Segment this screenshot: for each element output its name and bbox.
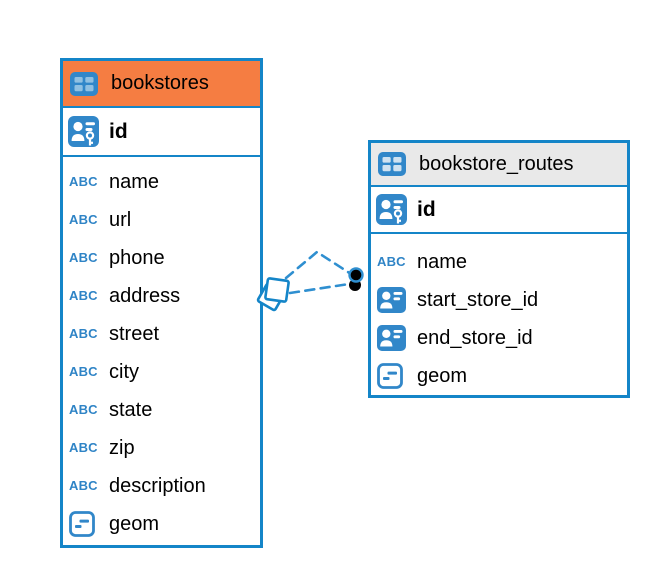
- table-bookstore-routes[interactable]: bookstore_routes id ABC name: [368, 140, 630, 398]
- column-name: end_store_id: [417, 326, 533, 349]
- column-name: url: [109, 208, 132, 231]
- table-icon: [378, 152, 410, 176]
- column-name: address: [109, 284, 181, 307]
- column-row[interactable]: ABC phone: [63, 239, 260, 277]
- table-header-bookstore-routes[interactable]: bookstore_routes: [371, 143, 627, 187]
- relationship-dot-marker-back[interactable]: [349, 279, 361, 291]
- column-row[interactable]: ABC street: [63, 315, 260, 353]
- column-row[interactable]: ABC url: [63, 201, 260, 239]
- text-type-icon: ABC: [377, 253, 406, 269]
- column-row-pk[interactable]: id: [63, 108, 260, 157]
- column-row[interactable]: start_store_id: [371, 281, 627, 319]
- column-name: phone: [109, 246, 165, 269]
- column-row[interactable]: ABC name: [63, 163, 260, 201]
- pk-column-name: id: [109, 119, 128, 143]
- table-header-bookstores[interactable]: bookstores: [63, 61, 260, 108]
- text-type-icon: ABC: [69, 325, 98, 341]
- column-name: state: [109, 398, 153, 421]
- primary-key-icon: [376, 194, 408, 225]
- column-name: description: [109, 474, 206, 497]
- table-bookstores[interactable]: bookstores id ABC name: [60, 58, 263, 548]
- relationship-square-marker-front[interactable]: [264, 277, 290, 303]
- column-row[interactable]: geom: [63, 505, 260, 543]
- column-row[interactable]: ABC name: [371, 243, 627, 281]
- foreign-key-icon: [377, 287, 409, 313]
- column-name: start_store_id: [417, 288, 539, 311]
- column-row-pk[interactable]: id: [371, 187, 627, 234]
- column-row[interactable]: ABC zip: [63, 429, 260, 467]
- column-name: geom: [109, 512, 160, 535]
- column-name: zip: [109, 436, 135, 459]
- text-type-icon: ABC: [69, 287, 98, 303]
- column-name: name: [417, 250, 468, 273]
- column-row[interactable]: ABC city: [63, 353, 260, 391]
- text-type-icon: ABC: [69, 363, 98, 379]
- geometry-type-icon: [69, 511, 101, 537]
- text-type-icon: ABC: [69, 173, 98, 189]
- column-list: ABC name start_store_id: [371, 234, 627, 395]
- text-type-icon: ABC: [69, 439, 98, 455]
- pk-column-name: id: [417, 197, 436, 221]
- column-row[interactable]: end_store_id: [371, 319, 627, 357]
- column-name: geom: [417, 364, 468, 387]
- relationship-line-start-store[interactable]: [288, 282, 351, 295]
- column-name: city: [109, 360, 139, 383]
- column-row[interactable]: ABC state: [63, 391, 260, 429]
- text-type-icon: ABC: [69, 211, 98, 227]
- text-type-icon: ABC: [69, 249, 98, 265]
- relationship-dot-marker-front[interactable]: [348, 267, 364, 283]
- column-row[interactable]: ABC address: [63, 277, 260, 315]
- table-title: bookstore_routes: [419, 152, 574, 175]
- foreign-key-icon: [377, 325, 409, 351]
- column-list: ABC name ABC url ABC phone ABC address A…: [63, 157, 260, 543]
- primary-key-icon: [68, 116, 100, 147]
- geometry-type-icon: [377, 363, 409, 389]
- text-type-icon: ABC: [69, 477, 98, 493]
- relationship-line-end-store[interactable]: [284, 250, 353, 280]
- table-icon: [70, 71, 102, 96]
- column-row[interactable]: ABC description: [63, 467, 260, 505]
- column-name: street: [109, 322, 160, 345]
- column-name: name: [109, 170, 160, 193]
- column-row[interactable]: geom: [371, 357, 627, 395]
- text-type-icon: ABC: [69, 401, 98, 417]
- table-title: bookstores: [111, 72, 209, 94]
